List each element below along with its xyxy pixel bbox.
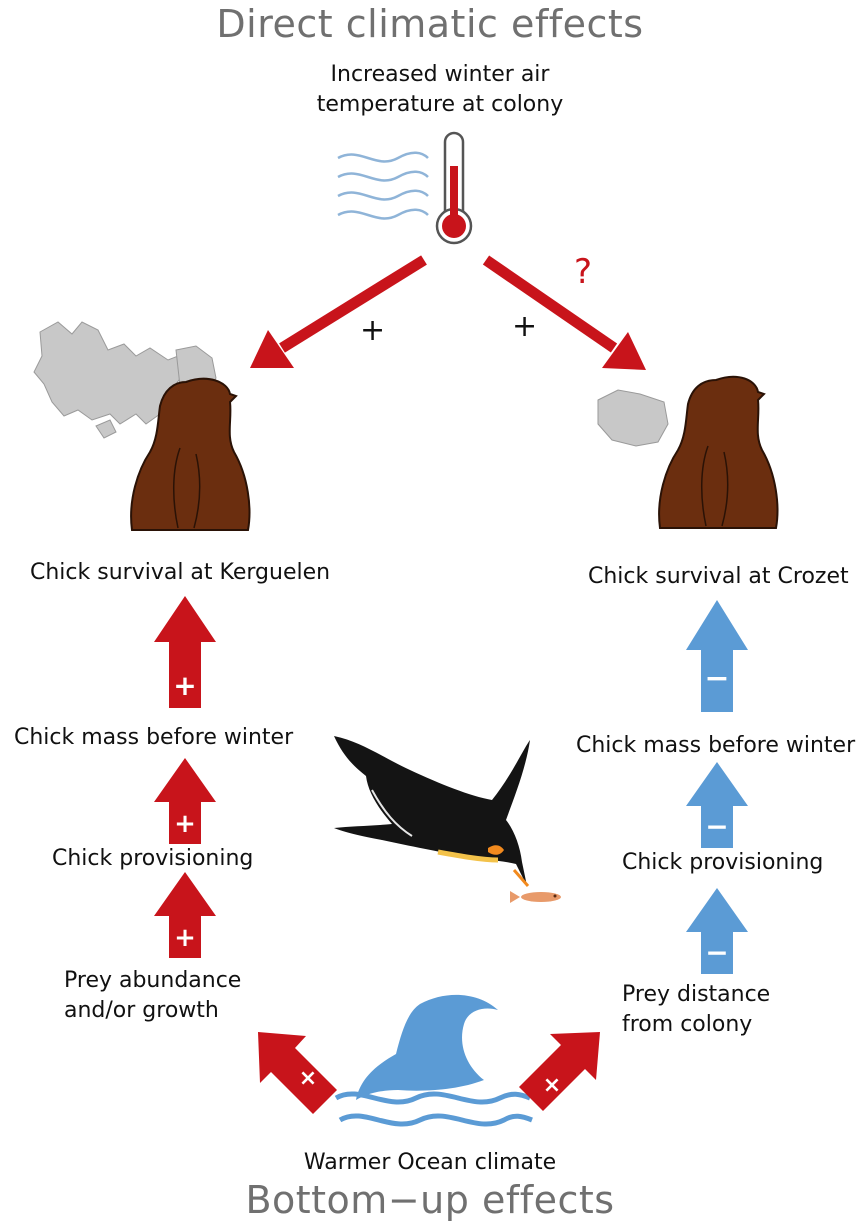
thermometer-icon [437,133,471,243]
label-right-provisioning: Chick provisioning [622,850,823,875]
label-left-provisioning: Chick provisioning [52,846,253,871]
uncertainty-mark: ? [574,252,592,292]
label-right-mass: Chick mass before winter [576,733,855,758]
label-left-prey: Prey abundance and/or growth [64,966,241,1026]
fish-icon [510,891,561,903]
right-sign-survival: − [704,661,729,696]
ocean-right-sign: × [543,1073,561,1098]
label-left-mass: Chick mass before winter [14,725,293,750]
label-top-driver: Increased winter air temperature at colo… [290,60,590,120]
label-right-survival: Chick survival at Crozet [588,564,849,589]
label-bottom-driver: Warmer Ocean climate [0,1150,860,1175]
direct-right-sign: + [512,309,537,344]
direct-arrow-right [486,260,646,370]
crozet-map-icon [598,390,668,446]
ocean-arrow-right [519,1032,600,1111]
title-direct-effects: Direct climatic effects [0,2,860,46]
ocean-left-sign: × [299,1066,317,1091]
label-left-survival: Chick survival at Kerguelen [30,560,330,585]
penguin-chick-right-icon [659,377,777,528]
left-sign-provisioning: + [174,923,196,953]
right-sign-provisioning: − [705,936,728,969]
ocean-wave-icon [336,995,532,1124]
right-sign-mass: − [705,810,728,843]
title-bottom-up-effects: Bottom−up effects [0,1178,860,1222]
wind-icon [338,153,428,219]
left-sign-survival: + [173,669,196,702]
direct-left-sign: + [360,313,385,348]
king-penguin-icon [334,736,530,886]
direct-arrow-left [250,260,424,368]
left-sign-mass: + [174,809,196,839]
label-right-prey: Prey distance from colony [622,980,770,1040]
ocean-arrow-left [258,1032,337,1114]
